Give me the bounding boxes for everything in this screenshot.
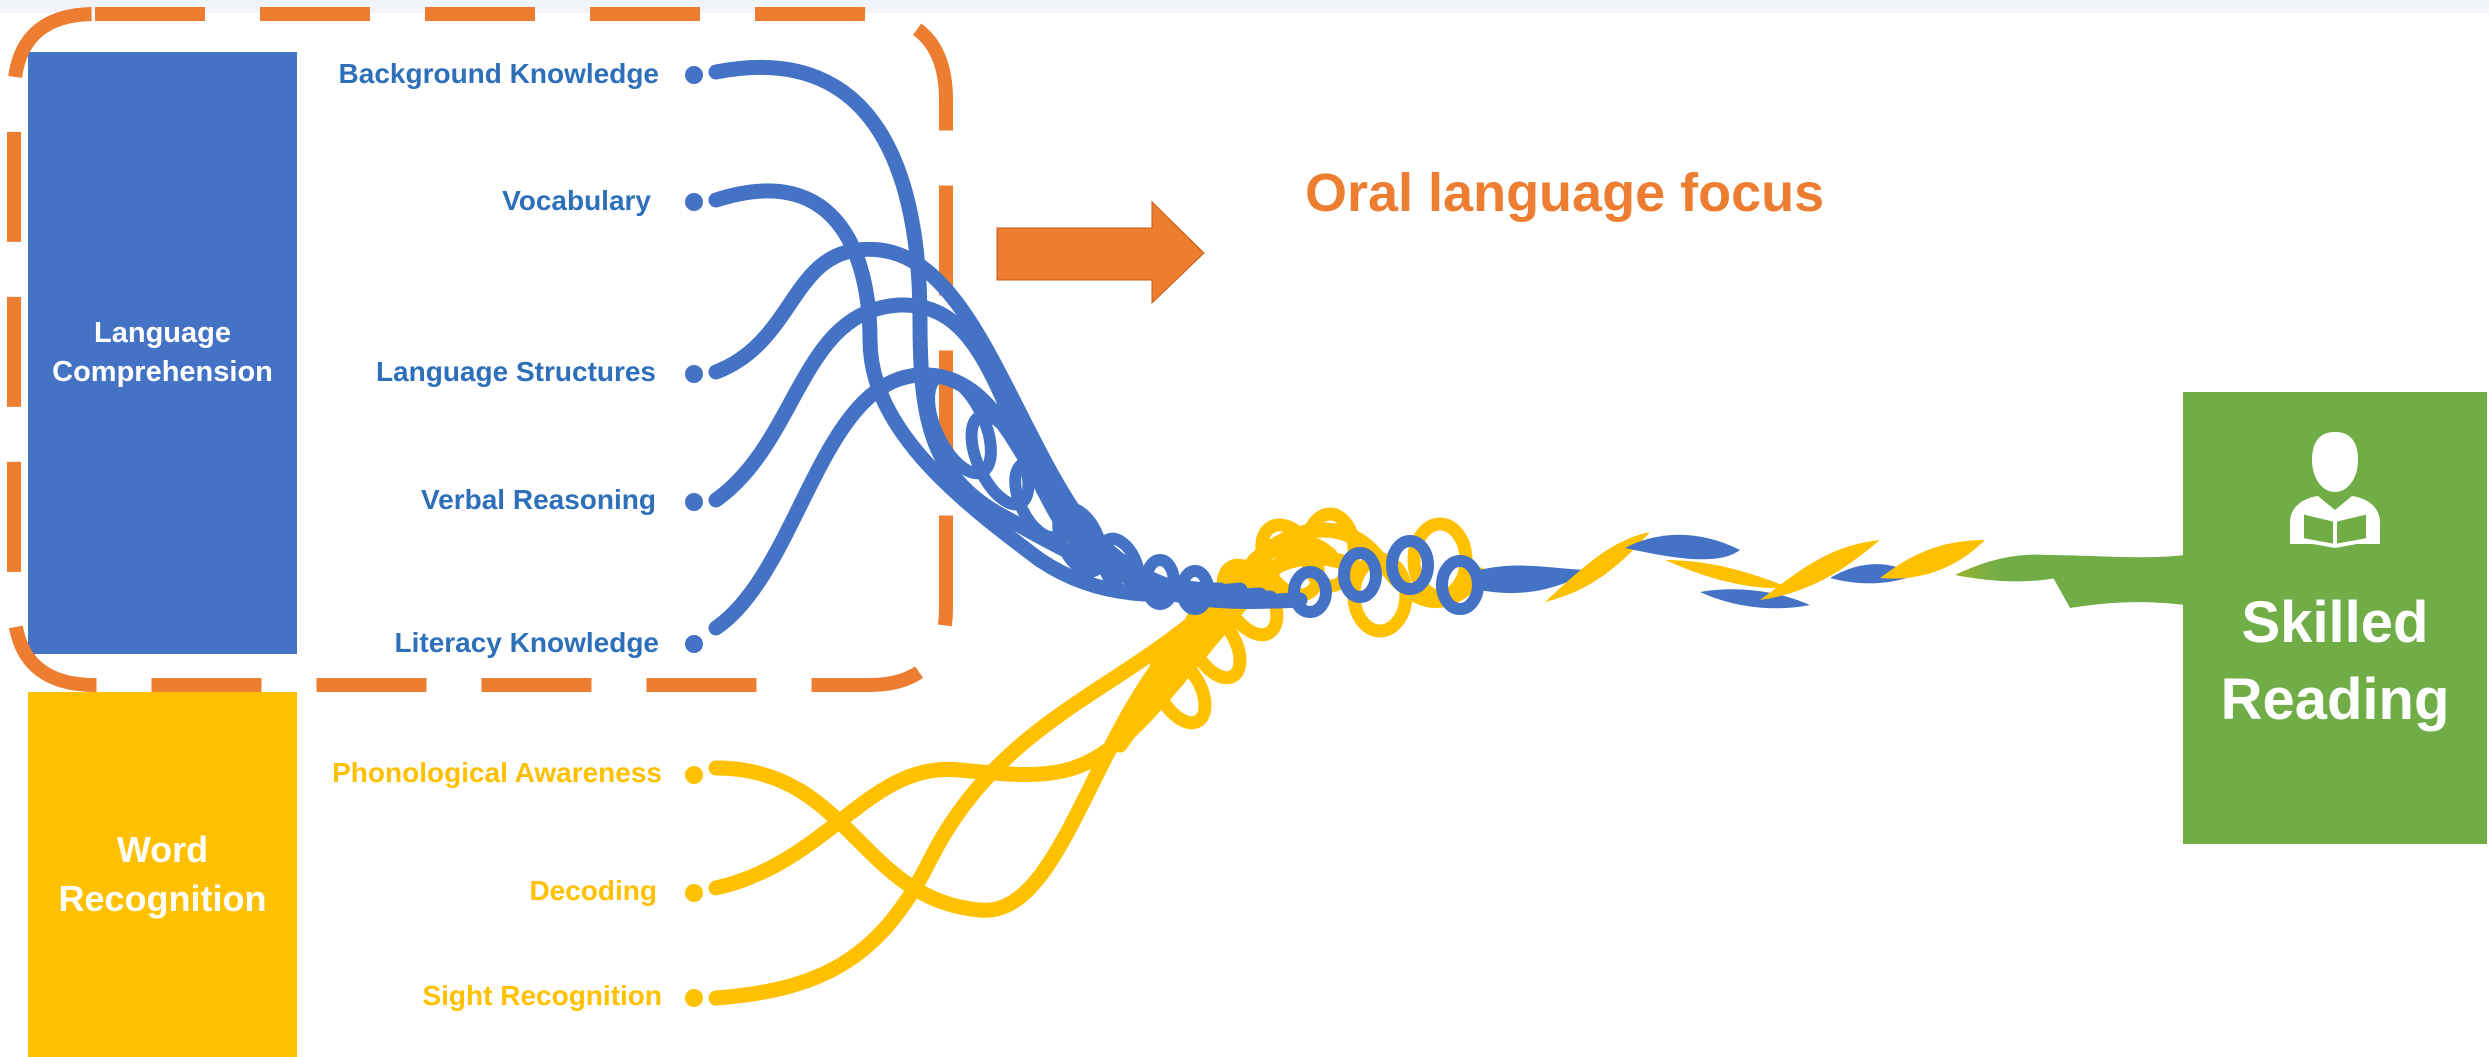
dot-phonological-awareness <box>685 766 703 784</box>
language-comprehension-strands <box>716 67 1300 628</box>
label-phonological-awareness: Phonological Awareness <box>332 757 662 789</box>
label-sight-recognition: Sight Recognition <box>422 980 662 1012</box>
rope-gold-segment-2 <box>1665 560 1790 588</box>
twisted-rope <box>1480 532 2185 608</box>
label-verbal-reasoning: Verbal Reasoning <box>421 484 656 516</box>
dot-literacy-knowledge <box>685 635 703 653</box>
rope-green-end <box>2040 555 2185 608</box>
label-literacy-knowledge: Literacy Knowledge <box>394 627 659 659</box>
label-language-structures: Language Structures <box>376 356 656 388</box>
label-decoding: Decoding <box>529 875 657 907</box>
person-reading-icon <box>2280 426 2390 548</box>
right-arrow-icon <box>997 202 1204 303</box>
label-background-knowledge: Background Knowledge <box>339 58 659 90</box>
strand-dots <box>685 66 703 1007</box>
oral-language-focus-outline <box>14 14 946 685</box>
dot-background-knowledge <box>685 66 703 84</box>
dot-sight-recognition <box>685 989 703 1007</box>
skilled-reading-box: Skilled Reading <box>2183 392 2487 844</box>
rope-gold-segment-1 <box>1545 532 1650 602</box>
skilled-reading-label: Skilled Reading <box>2183 584 2487 738</box>
dot-language-structures <box>685 365 703 383</box>
dot-vocabulary <box>685 193 703 211</box>
dot-verbal-reasoning <box>685 493 703 511</box>
label-vocabulary: Vocabulary <box>502 185 651 217</box>
dot-decoding <box>685 884 703 902</box>
oral-language-focus-label: Oral language focus <box>1305 162 1824 224</box>
